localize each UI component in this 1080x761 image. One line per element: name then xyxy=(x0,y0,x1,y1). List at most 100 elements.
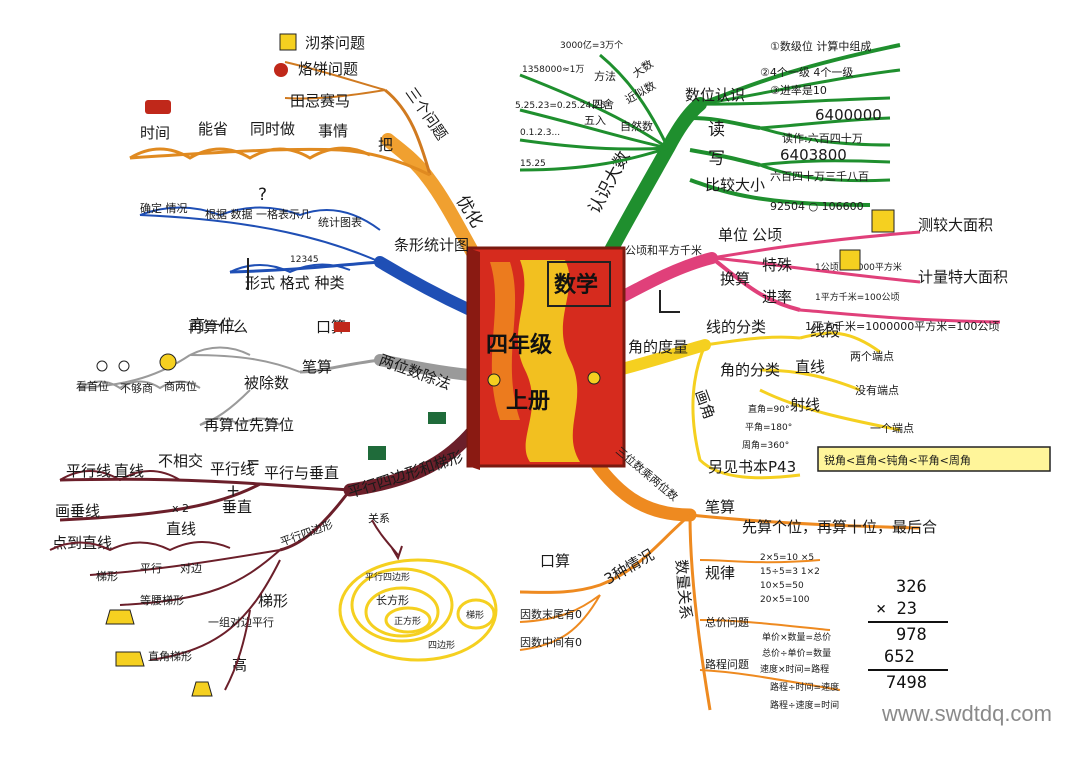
quads-kind-opp: 对边 xyxy=(180,561,202,575)
trapezoid-icon xyxy=(115,651,145,667)
multiply-rule: 规律 xyxy=(705,564,735,582)
read-as: 读作:六百四十万 xyxy=(782,131,863,145)
optimize-problem-pancake: 烙饼问题 xyxy=(298,60,358,78)
branch-bars xyxy=(374,256,476,316)
branch-angles xyxy=(612,339,711,376)
branch-optimize xyxy=(381,133,485,269)
area-right-1: 测较大面积 xyxy=(918,216,993,234)
multiply-oral: 口算 xyxy=(540,552,570,570)
venn-rectangle xyxy=(364,586,440,638)
bn-left-4: 四舍 xyxy=(592,97,614,111)
quads-relation: 关系 xyxy=(368,511,390,525)
optimize-three: 三个问题 xyxy=(402,84,451,143)
quads-no-cross: 不相交 xyxy=(158,452,203,470)
quads-perp: 垂直 xyxy=(222,498,252,516)
branch-quads xyxy=(343,423,481,497)
trapezoid-icon xyxy=(105,609,135,625)
angle-flat: 平角=180° xyxy=(745,421,792,433)
venn-square xyxy=(384,606,432,634)
area-right-2: 计量特大面积 xyxy=(918,268,1008,286)
angle-point-2: 没有端点 xyxy=(855,383,899,397)
bn-note-3: 5.25.23=0.25.24.25 xyxy=(515,101,606,111)
rule-line-3: 10×5=50 xyxy=(760,581,804,591)
area-unit: 单位 xyxy=(718,226,748,244)
bars-note-2: 根据 数据 一格表示几 xyxy=(205,207,311,221)
venn-label-sq: 正方形 xyxy=(394,615,421,627)
clock-icon xyxy=(145,100,171,114)
calc-line-2: × 23 xyxy=(876,599,917,619)
division-try: 再算什么 xyxy=(188,318,248,336)
area-unit2: 公顷 xyxy=(752,226,782,244)
venn-label-quad: 四边形 xyxy=(428,639,455,651)
bars-label: 条形统计图 xyxy=(394,236,469,254)
branch-division xyxy=(374,354,476,381)
angle-segment: 线段 xyxy=(810,322,840,340)
road-line-2: 路程÷时间=速度 xyxy=(770,681,839,693)
branch-big-numbers xyxy=(603,97,707,259)
angle-line: 直线 xyxy=(795,358,825,376)
quads-draw: 画垂线 xyxy=(55,502,100,520)
calc-line-1: 326 xyxy=(896,577,927,597)
circle-icon xyxy=(96,360,108,372)
quads-parallel: 平行线 xyxy=(66,462,111,480)
multiply-case-a: 因数末尾有0 xyxy=(520,607,582,621)
circle-icon xyxy=(118,360,130,372)
bars-forms: 形式 格式 种类 xyxy=(245,274,345,292)
multiply-road: 路程问题 xyxy=(705,658,749,671)
quads-kind-par: 平行 xyxy=(140,562,162,575)
multiply-price: 总价问题 xyxy=(705,615,749,629)
angle-ray: 射线 xyxy=(790,396,820,414)
area-rate: 进率 xyxy=(762,288,792,306)
quads-kind-iso: 等腰梯形 xyxy=(140,593,184,607)
write-value: 6403800 xyxy=(780,146,847,164)
quads-kind-right: 直角梯形 xyxy=(148,649,192,663)
center-book: 数学 四年级 上册 xyxy=(466,246,626,470)
optimize-tip-save: 能省 xyxy=(198,120,228,138)
price-line-1: 单价×数量=总价 xyxy=(762,631,831,643)
optimize-tip-grab: 把 xyxy=(378,136,393,154)
plus-icon: + xyxy=(226,481,240,501)
center-grade: 四年级 xyxy=(486,332,552,358)
angles-label: 角的度量 xyxy=(628,338,688,356)
calc-line-5: 7498 xyxy=(886,673,927,693)
division-method-2: 不够商 xyxy=(120,381,153,395)
quads-kind-height: 高 xyxy=(232,656,247,674)
multiply-cases: 3种情况 xyxy=(601,546,657,589)
rule-line-4: 20×5=100 xyxy=(760,595,810,605)
price-line-2: 总价÷单价=数量 xyxy=(762,647,831,659)
bn-note-4: 0.1.2.3... xyxy=(520,128,560,138)
bn-left-2: 方法 xyxy=(594,69,616,83)
bn-note-1: 3000亿=3万个 xyxy=(560,39,623,51)
quads-line-word-2: 直线 xyxy=(166,520,196,538)
road-line-3: 路程÷速度=时间 xyxy=(770,699,839,711)
quads-parallel-perp: 平行与垂直 xyxy=(264,464,339,482)
write-words: 六百四十万三千八百 xyxy=(770,169,869,183)
division-method-1: 看首位 xyxy=(76,379,109,393)
quads-parallel-2: 平行线 xyxy=(210,460,255,478)
angle-book: 另见书本P43 xyxy=(708,458,796,476)
square-icon xyxy=(871,209,895,233)
quads-label: 平行四边形和梯形 xyxy=(346,448,466,502)
flower-icon xyxy=(487,373,501,387)
calc-line-3: 978 xyxy=(896,625,927,645)
big-numbers-place: 数位认识 xyxy=(685,86,745,104)
angle-right: 直角=90° xyxy=(748,403,790,415)
branch-area xyxy=(614,252,718,304)
multiply-case-b: 因数中间有0 xyxy=(520,635,582,649)
question-icon: ? xyxy=(258,185,267,205)
bars-nums: 12345 xyxy=(290,255,319,265)
square-icon xyxy=(839,249,861,271)
big-numbers-write: 写 xyxy=(708,149,725,169)
big-numbers-compare: 比较大小 xyxy=(705,176,765,194)
area-feature: 特殊 xyxy=(762,256,792,274)
division-quot: 商一位 xyxy=(190,316,235,334)
pancake-icon xyxy=(274,63,288,77)
optimize-tip-time: 时间 xyxy=(140,124,170,142)
area-convert: 换算 xyxy=(720,270,750,288)
venn-parallelogram xyxy=(350,567,454,643)
optimize-tip-thing: 事情 xyxy=(318,122,348,140)
angle-measure: 画角 xyxy=(691,387,718,421)
division-label: 两位数除法 xyxy=(377,351,454,394)
